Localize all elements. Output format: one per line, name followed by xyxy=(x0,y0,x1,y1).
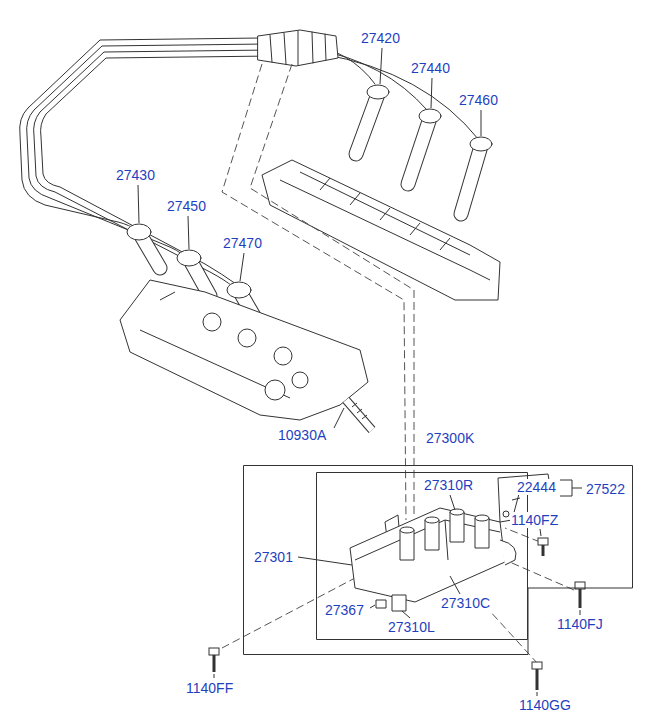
callout-number: 1140FJ xyxy=(556,616,604,632)
callout-number: 27460 xyxy=(458,92,499,108)
ignition-wire xyxy=(20,38,262,230)
callout-number: 27301 xyxy=(253,549,294,565)
callout-number: 27310C xyxy=(440,595,491,611)
valve-cover xyxy=(262,160,500,300)
box-outline xyxy=(244,466,633,655)
wire-connector xyxy=(270,31,326,65)
callout-number: 27440 xyxy=(410,60,451,76)
callout-number: 27310R xyxy=(423,477,474,493)
callout-number: 10930A xyxy=(277,427,327,443)
callout-number: 27430 xyxy=(115,167,156,183)
valve-cover xyxy=(120,280,368,420)
callout-number: 27450 xyxy=(166,198,207,214)
ignition-wire xyxy=(34,50,270,286)
callout-number: 27420 xyxy=(360,30,401,46)
box-outline xyxy=(317,473,528,640)
callout-number: 1140FZ xyxy=(510,512,559,528)
callout-number: 27470 xyxy=(222,235,263,251)
callout-number: 1140FF xyxy=(185,680,234,696)
bolt xyxy=(209,538,585,690)
leader-line xyxy=(138,48,582,696)
spark-plug xyxy=(346,400,372,430)
assembly-line xyxy=(222,64,574,664)
ignition-wire xyxy=(322,54,479,140)
ignition-coil xyxy=(350,508,516,611)
ignition-wire xyxy=(27,44,266,256)
wire-connector xyxy=(258,30,338,66)
callout-number: 27300K xyxy=(425,430,475,446)
callout-number: 22444 xyxy=(516,479,557,495)
callout-number: 27310L xyxy=(387,619,436,635)
callout-number: 27522 xyxy=(585,481,626,497)
callout-number: 27367 xyxy=(324,602,365,618)
ignition-wire xyxy=(41,56,274,284)
callout-number: 1140GG xyxy=(518,697,572,713)
